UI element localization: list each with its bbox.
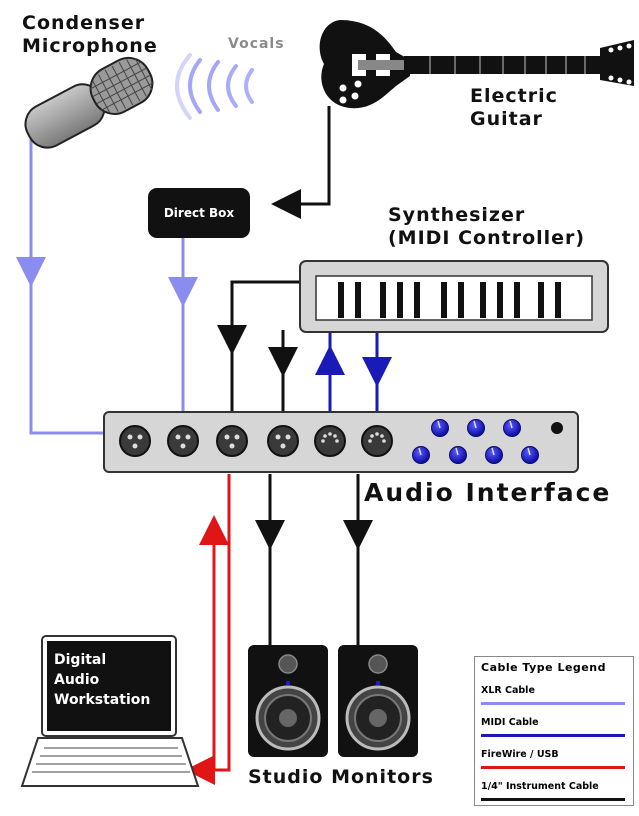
legend-item-xlr: XLR Cable [481,685,535,696]
knob-6 [485,446,503,464]
legend-line-instrument [481,798,625,801]
keyboard-icon [299,260,609,333]
studio-monitors-label: Studio Monitors [248,766,434,788]
studio-monitor-1 [248,645,328,757]
vocals-label: Vocals [228,36,285,52]
instrument-cable-synth-1 [217,280,300,355]
synthesizer-label: Synthesizer (MIDI Controller) [388,204,586,249]
firewire-usb-cable [185,474,231,785]
laptop-icon [20,635,200,787]
electric-guitar-icon [319,20,634,109]
direct-box-label: Direct Box [163,206,235,220]
legend-item-instrument: 1/4" Instrument Cable [481,781,599,792]
knob-4 [412,446,430,464]
jack-5 [314,425,346,457]
audio-interface-label: Audio Interface [364,478,612,507]
interface-jacks [119,425,393,457]
knob-5 [449,446,467,464]
speaker-icon [248,645,418,757]
instrument-cable-guitar [271,106,331,219]
jack-1 [119,425,151,457]
legend-line-midi [481,734,625,737]
legend-line-xlr [481,702,625,705]
knob-7 [521,446,539,464]
studio-monitor-2 [338,645,418,757]
xlr-cable-mic [16,138,126,435]
knob-1 [431,419,449,437]
microphone-icon [24,56,154,149]
legend-item-midi: MIDI Cable [481,717,539,728]
jack-6 [361,425,393,457]
legend-title: Cable Type Legend [481,661,606,674]
condenser-microphone-label: Condenser Microphone [22,12,158,57]
sound-waves-icon [175,53,254,120]
interface-knobs [412,419,563,464]
direct-box [148,188,250,238]
daw-label: Digital Audio Workstation [54,652,151,708]
jack-2 [167,425,199,457]
electric-guitar-label: Electric Guitar [470,85,558,130]
knob-3 [503,419,521,437]
legend-item-firewire: FireWire / USB [481,749,559,760]
headphone-jack [551,422,563,434]
cable-legend: Cable Type Legend XLR Cable MIDI Cable F… [474,656,634,806]
jack-4 [267,425,299,457]
legend-line-firewire [481,766,625,769]
jack-3 [216,425,248,457]
knob-2 [467,419,485,437]
